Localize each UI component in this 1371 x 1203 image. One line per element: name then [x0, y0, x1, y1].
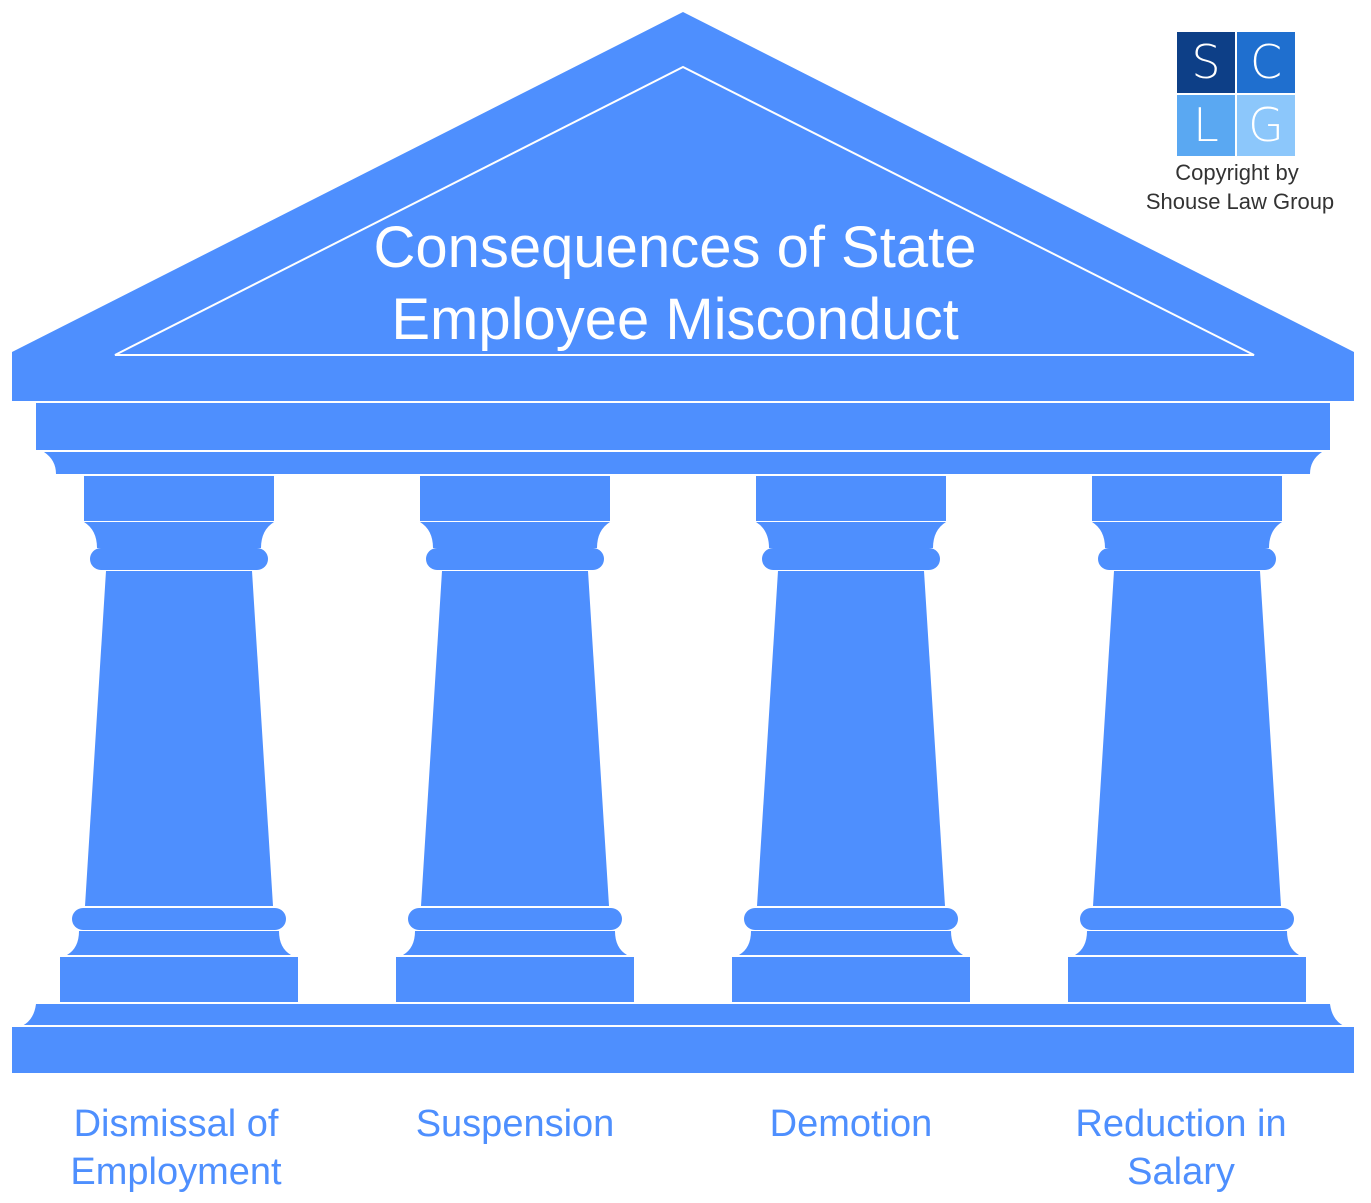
logo-letter-s: S — [1177, 32, 1235, 93]
pillar-label-line: Demotion — [769, 1103, 933, 1145]
pillar-label-line: Suspension — [415, 1103, 615, 1145]
column-4-shaft — [1093, 571, 1281, 906]
diagram-title-line-1: Consequences of State — [373, 215, 977, 280]
columns-group — [60, 476, 1306, 1002]
diagram-title-line-2: Employee Misconduct — [391, 287, 959, 352]
column-1-neck — [84, 522, 274, 548]
column-2-plinth — [396, 957, 634, 1002]
column-2-shaft — [421, 571, 609, 906]
entablature — [36, 403, 1330, 451]
column-2-upper-ring — [426, 548, 604, 570]
column-3-plinth — [732, 957, 970, 1002]
copyright-line-2: Shouse Law Group — [1145, 189, 1335, 214]
pillar-label-suspension: Suspension — [355, 1100, 675, 1148]
sclg-logo: S C L G — [1177, 32, 1295, 156]
column-3-base-flare — [739, 931, 963, 955]
pillar-label-demotion: Demotion — [691, 1100, 1011, 1148]
column-4-neck — [1092, 522, 1282, 548]
column-1-abacus — [84, 476, 274, 521]
column-2-abacus — [420, 476, 610, 521]
pillar-label-line: Employment — [70, 1151, 282, 1193]
column-1-plinth — [60, 957, 298, 1002]
column-1-base-flare — [67, 931, 291, 955]
column-1-upper-ring — [90, 548, 268, 570]
temple-base-step — [22, 1004, 1344, 1026]
column-2-lower-ring — [408, 908, 622, 930]
column-1-shaft — [85, 571, 273, 906]
column-2-neck — [420, 522, 610, 548]
column-4-plinth — [1068, 957, 1306, 1002]
column-3-neck — [756, 522, 946, 548]
pillar-label-line: Reduction in — [1075, 1103, 1287, 1145]
pillar-label-line: Dismissal of — [73, 1103, 279, 1145]
column-3-upper-ring — [762, 548, 940, 570]
column-3-abacus — [756, 476, 946, 521]
column-1-lower-ring — [72, 908, 286, 930]
column-4-abacus — [1092, 476, 1282, 521]
pillar-label-salary-reduction: Reduction in Salary — [1021, 1100, 1341, 1196]
pillar-label-dismissal: Dismissal of Employment — [16, 1100, 336, 1196]
pillar-label-line: Salary — [1127, 1151, 1235, 1193]
temple-base — [12, 1027, 1354, 1073]
roof-inner-outline — [114, 65, 1255, 356]
roof-pediment — [12, 12, 1354, 402]
column-4-upper-ring — [1098, 548, 1276, 570]
column-4-lower-ring — [1080, 908, 1294, 930]
logo-letter-c: C — [1237, 32, 1295, 93]
column-4-base-flare — [1075, 931, 1299, 955]
entablature-lower — [44, 452, 1322, 474]
column-2-base-flare — [403, 931, 627, 955]
logo-letter-g: G — [1237, 95, 1295, 156]
column-3-shaft — [757, 571, 945, 906]
column-3-lower-ring — [744, 908, 958, 930]
copyright-line-1: Copyright by — [1175, 160, 1299, 185]
logo-letter-l: L — [1177, 95, 1235, 156]
